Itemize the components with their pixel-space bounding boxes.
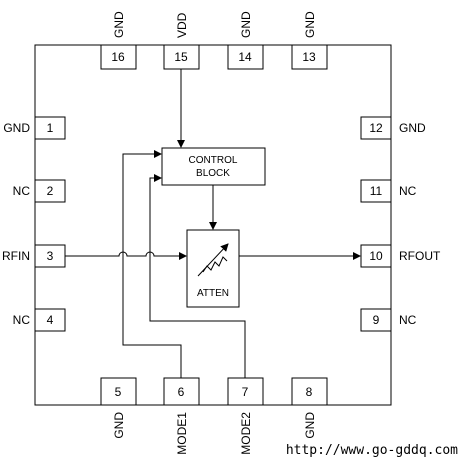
- pin-5-label: GND: [112, 412, 126, 439]
- pin-14-pad: [227, 44, 264, 70]
- pin-16-number: 16: [111, 50, 125, 64]
- pin-6-label: MODE1: [175, 412, 189, 455]
- control-block: [161, 147, 266, 186]
- attenuator-block: [186, 229, 240, 308]
- pin-1-pad: [34, 116, 66, 140]
- pin-13-pad: [291, 44, 328, 70]
- pin-12-pad: [360, 116, 392, 140]
- pin-11-label: NC: [399, 184, 417, 198]
- pin-16-pad: [100, 44, 137, 70]
- pin-4-pad: [34, 308, 66, 332]
- control-block-label-line2: BLOCK: [196, 168, 230, 179]
- pin-11-pad: [360, 179, 392, 203]
- attenuator-label: ATTEN: [197, 288, 229, 299]
- pin-9-number: 9: [373, 313, 380, 327]
- pin-3-label: RFIN: [2, 249, 30, 263]
- pin-2-pad: [34, 179, 66, 203]
- pin-10-pad: [360, 244, 392, 268]
- pin-15-label: VDD: [175, 12, 189, 38]
- pin-8-label: GND: [303, 412, 317, 439]
- pin-9-pad: [360, 308, 392, 332]
- pin-11-number: 11: [370, 184, 383, 198]
- package-outline: [34, 44, 392, 406]
- pin-8-pad: [291, 377, 328, 406]
- pin-2-number: 2: [47, 184, 54, 198]
- pin-7-label: MODE2: [239, 412, 253, 455]
- control-block-label-line1: CONTROL: [189, 155, 238, 166]
- pin-1-label: GND: [3, 121, 30, 135]
- pin-13-label: GND: [303, 11, 317, 38]
- pin-6-number: 6: [178, 385, 185, 399]
- pin-9-label: NC: [399, 313, 417, 327]
- pin-15-number: 15: [174, 50, 188, 64]
- pin-1-number: 1: [47, 121, 54, 135]
- pin-14-number: 14: [238, 50, 252, 64]
- pin-5-pad: [100, 377, 137, 406]
- pin-2-label: NC: [13, 184, 31, 198]
- pin-12-label: GND: [399, 121, 426, 135]
- pin-3-number: 3: [47, 249, 54, 263]
- pin-12-number: 12: [369, 121, 383, 135]
- pin-14-label: GND: [239, 11, 253, 38]
- pin-6-pad: [163, 377, 200, 406]
- pin-8-number: 8: [306, 385, 313, 399]
- pin-4-number: 4: [47, 313, 54, 327]
- pin-7-pad: [227, 377, 264, 406]
- pin-13-number: 13: [302, 50, 316, 64]
- pin-16-label: GND: [112, 11, 126, 38]
- pin-4-label: NC: [13, 313, 31, 327]
- watermark-text: http://www.go-gddq.com: [286, 443, 458, 458]
- rfin-line: [65, 251, 187, 260]
- variable-resistor-icon: [197, 243, 229, 277]
- pin-5-number: 5: [115, 385, 122, 399]
- pin-7-number: 7: [242, 385, 249, 399]
- pin-10-number: 10: [369, 249, 383, 263]
- pin-10-label: RFOUT: [399, 249, 441, 263]
- mode1-line: [122, 150, 182, 378]
- mode2-line: [149, 174, 246, 378]
